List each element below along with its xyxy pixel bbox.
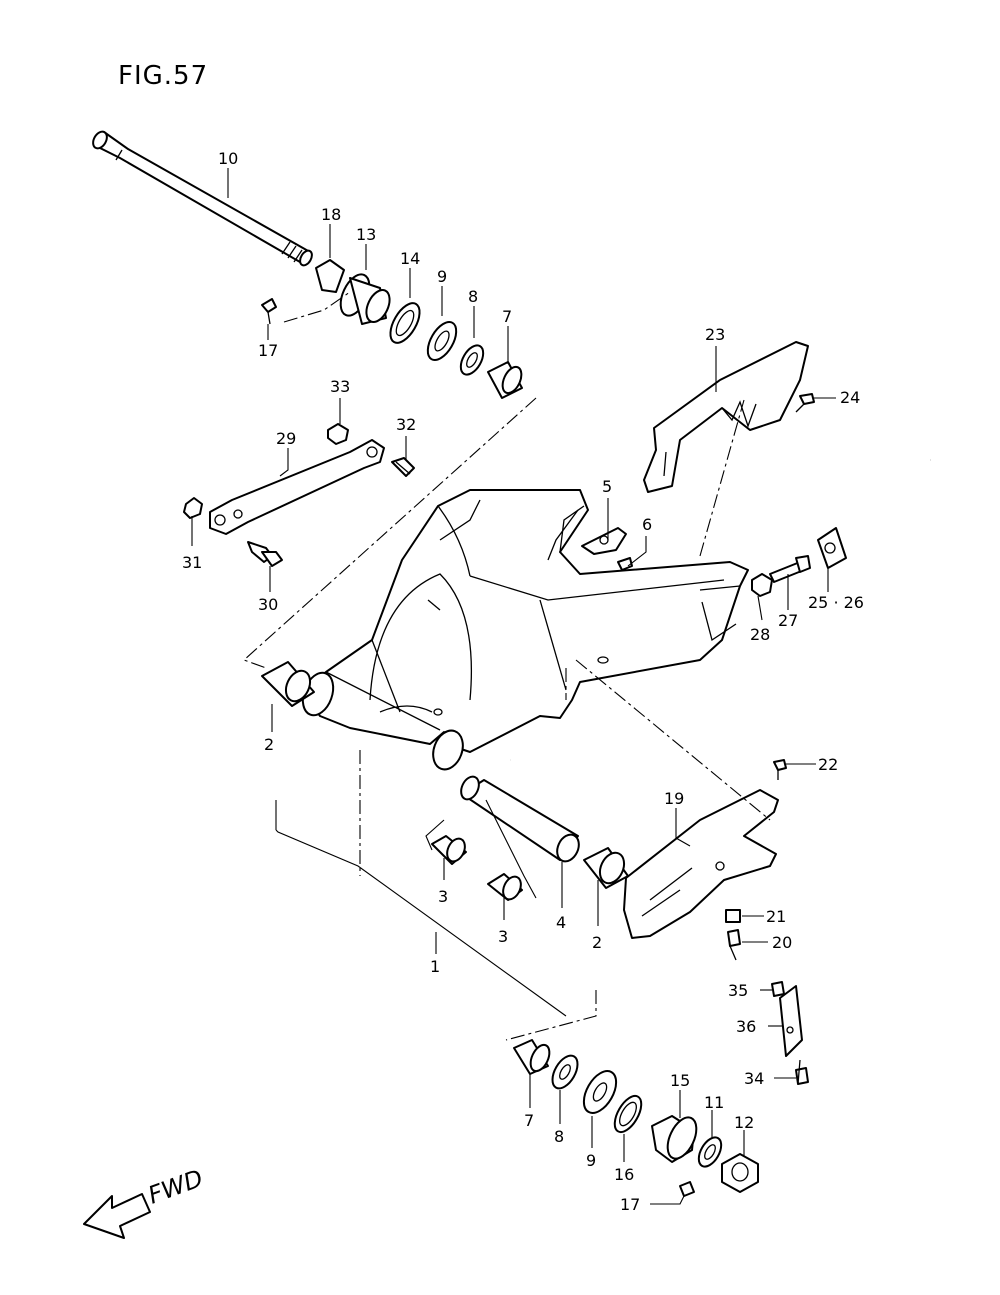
bushing-2-left xyxy=(261,661,315,707)
label-12: 12 xyxy=(734,1113,754,1132)
label-9-lower: 9 xyxy=(586,1151,596,1170)
label-33: 33 xyxy=(330,377,350,396)
bolt-20 xyxy=(727,929,741,961)
collar-3-right xyxy=(487,873,523,901)
label-13: 13 xyxy=(356,225,376,244)
washer-8-lower xyxy=(551,1054,579,1090)
washer-14 xyxy=(389,302,421,344)
cap-21 xyxy=(725,909,741,923)
chain-cover-23 xyxy=(643,341,809,493)
bolt-17-lower xyxy=(679,1181,695,1197)
rod-29 xyxy=(209,439,385,535)
label-1: 1 xyxy=(430,957,440,976)
label-19: 19 xyxy=(664,789,684,808)
label-25-26: 25 · 26 xyxy=(808,593,864,612)
cap-35 xyxy=(771,981,785,997)
screw-24 xyxy=(795,393,815,413)
label-21: 21 xyxy=(766,907,786,926)
label-31: 31 xyxy=(182,553,202,572)
pivot-collar-15 xyxy=(651,1115,698,1163)
bolt-32 xyxy=(391,457,415,477)
label-28: 28 xyxy=(750,625,770,644)
label-7-lower: 7 xyxy=(524,1111,534,1130)
label-27: 27 xyxy=(778,611,798,630)
label-4: 4 xyxy=(556,913,566,932)
label-17-lower: 17 xyxy=(620,1195,640,1214)
bolt-30 xyxy=(247,541,283,567)
label-20: 20 xyxy=(772,933,792,952)
label-36: 36 xyxy=(736,1017,756,1036)
bushing-2-right xyxy=(583,847,629,889)
nut-12 xyxy=(721,1153,759,1193)
label-22: 22 xyxy=(818,755,838,774)
seal-9-lower xyxy=(582,1070,618,1114)
fwd-label: FWD xyxy=(144,1164,206,1209)
swingarm-body xyxy=(301,489,749,753)
label-3-left: 3 xyxy=(438,887,448,906)
label-18: 18 xyxy=(321,205,341,224)
bushing-7-upper xyxy=(487,361,523,399)
label-9-upper: 9 xyxy=(437,267,447,286)
label-32: 32 xyxy=(396,415,416,434)
figure-title: FIG.57 xyxy=(118,61,208,91)
adjuster-bolt-27 xyxy=(769,555,811,583)
label-15: 15 xyxy=(670,1071,690,1090)
label-35: 35 xyxy=(728,981,748,1000)
label-23: 23 xyxy=(705,325,725,344)
label-16: 16 xyxy=(614,1165,634,1184)
screw-22 xyxy=(773,759,787,780)
seal-9-upper xyxy=(426,321,458,361)
label-5: 5 xyxy=(602,477,612,496)
collar-3-left xyxy=(431,835,467,865)
label-8-lower: 8 xyxy=(554,1127,564,1146)
washer-8-upper xyxy=(459,344,485,376)
pivot-cap-18 xyxy=(315,259,345,293)
bolt-17-upper xyxy=(261,298,277,325)
nut-28 xyxy=(751,573,773,597)
label-29: 29 xyxy=(276,429,296,448)
label-34: 34 xyxy=(744,1069,764,1088)
label-10: 10 xyxy=(218,149,238,168)
spacer-tube-4 xyxy=(460,775,580,863)
screw-6 xyxy=(617,557,633,571)
label-17-upper: 17 xyxy=(258,341,278,360)
label-24: 24 xyxy=(840,388,860,407)
washer-11 xyxy=(697,1136,723,1168)
label-8-upper: 8 xyxy=(468,287,478,306)
label-11: 11 xyxy=(704,1093,724,1112)
label-2-right: 2 xyxy=(592,933,602,952)
label-6: 6 xyxy=(642,515,652,534)
label-14: 14 xyxy=(400,249,420,268)
pivot-shaft xyxy=(92,130,313,267)
nut-33 xyxy=(327,423,349,445)
washer-16 xyxy=(613,1094,643,1134)
pivot-collar-13 xyxy=(339,273,391,325)
label-2-left: 2 xyxy=(264,735,274,754)
nut-31 xyxy=(183,497,203,519)
label-30: 30 xyxy=(258,595,278,614)
bolt-34 xyxy=(795,1059,809,1085)
bracket-36 xyxy=(779,985,803,1057)
pivot-tube-right xyxy=(432,729,464,771)
plate-5 xyxy=(581,527,627,555)
adjuster-block-25-26 xyxy=(817,527,847,569)
chain-guide-19 xyxy=(623,789,779,939)
forward-arrow-icon xyxy=(83,1193,151,1239)
label-7-upper: 7 xyxy=(502,307,512,326)
label-3-right: 3 xyxy=(498,927,508,946)
bushing-7-lower xyxy=(513,1039,551,1075)
